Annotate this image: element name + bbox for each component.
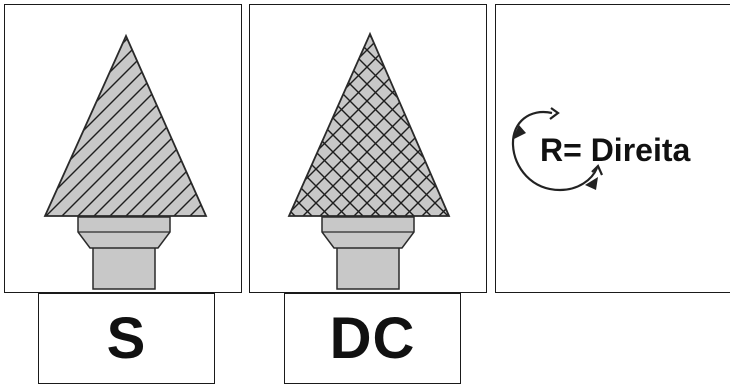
cut-line xyxy=(153,36,206,216)
single-cut-burr-icon xyxy=(0,30,208,290)
cut-line xyxy=(622,30,730,220)
cut-line xyxy=(289,34,436,216)
cut-line xyxy=(452,30,642,220)
cut-line xyxy=(298,34,449,216)
cut-line xyxy=(571,30,730,220)
cut-line xyxy=(639,30,730,220)
cut-line xyxy=(121,36,206,216)
cone-head xyxy=(289,34,449,216)
cut-line xyxy=(417,34,449,216)
tool-code-s: S xyxy=(106,306,147,371)
cut-line xyxy=(0,30,40,220)
cone-head xyxy=(45,36,206,216)
cut-line xyxy=(414,34,449,216)
rotation-label: R= Direita xyxy=(540,132,691,168)
cut-line xyxy=(503,30,693,220)
rotation-panel xyxy=(495,4,730,293)
rotation-arrow-icon xyxy=(511,107,604,192)
cut-line xyxy=(486,30,676,220)
cut-line xyxy=(137,36,206,216)
cut-line xyxy=(588,30,730,220)
tool-label-box-s: S xyxy=(38,293,215,384)
cut-line xyxy=(289,34,351,216)
cut-line xyxy=(289,34,368,216)
cut-line xyxy=(520,30,710,220)
cut-line xyxy=(434,34,449,216)
tool-label-box-dc: DC xyxy=(284,293,461,384)
cut-line xyxy=(400,34,449,216)
cut-line xyxy=(554,30,730,220)
tool-code-dc: DC xyxy=(329,306,416,371)
cut-line xyxy=(57,36,206,216)
cut-line xyxy=(469,30,659,220)
cut-line xyxy=(45,36,57,216)
cut-line xyxy=(366,34,449,216)
cut-line xyxy=(605,30,730,220)
cut-line xyxy=(383,34,449,216)
cut-line xyxy=(448,34,449,216)
cut-line xyxy=(289,34,385,216)
cut-line xyxy=(431,34,449,216)
cut-line xyxy=(537,30,727,220)
